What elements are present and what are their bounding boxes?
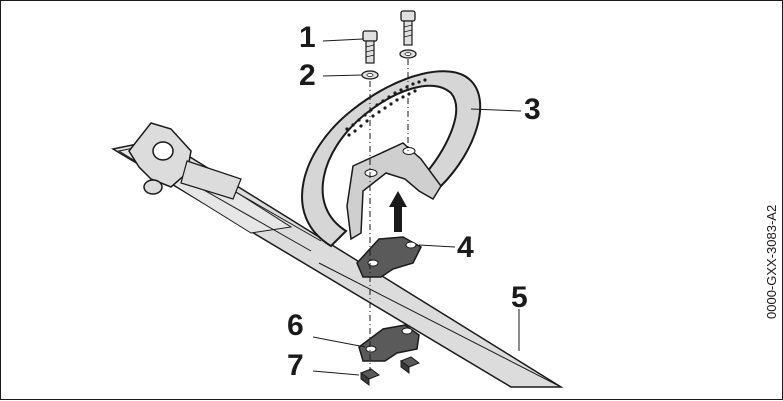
square-nuts bbox=[359, 356, 421, 386]
document-code: 0000-GXX-3083-A2 bbox=[764, 204, 779, 319]
loop-handle bbox=[301, 70, 482, 248]
callout-6: 6 bbox=[287, 309, 304, 342]
callout-7: 7 bbox=[287, 349, 304, 382]
screws bbox=[362, 10, 416, 64]
shaft-coupling bbox=[128, 122, 242, 200]
washers bbox=[361, 49, 417, 80]
callout-5: 5 bbox=[511, 281, 528, 314]
callout-1: 1 bbox=[299, 21, 316, 54]
callout-2: 2 bbox=[299, 59, 316, 92]
leader-lines bbox=[312, 38, 522, 376]
assembly-center-lines bbox=[369, 59, 409, 371]
callout-4: 4 bbox=[457, 231, 474, 264]
assembly-arrow bbox=[389, 191, 407, 232]
callout-3: 3 bbox=[524, 93, 541, 126]
handle-grip-dots bbox=[345, 78, 427, 137]
upper-clamp bbox=[356, 236, 422, 278]
lower-clamp bbox=[358, 324, 420, 362]
